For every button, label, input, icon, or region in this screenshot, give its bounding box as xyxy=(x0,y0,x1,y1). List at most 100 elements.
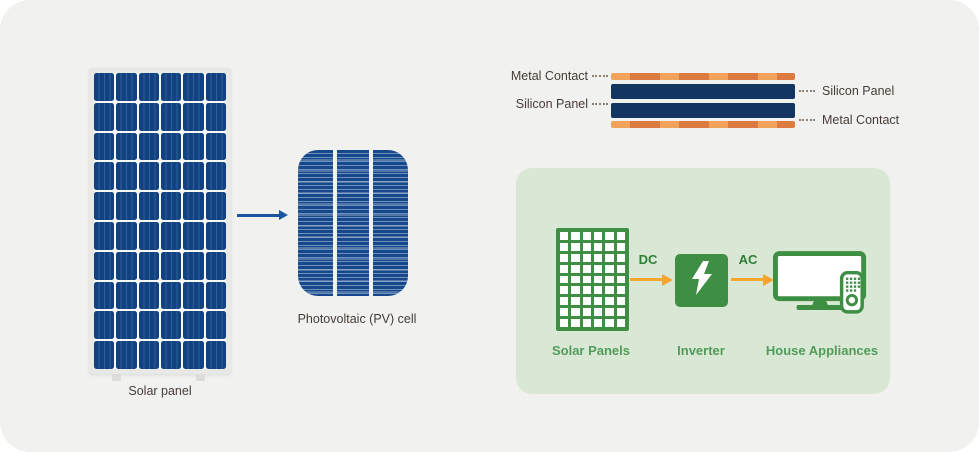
solar-cell xyxy=(582,297,591,306)
dotted-leader xyxy=(799,119,815,121)
solar-cell xyxy=(605,242,614,251)
solar-cell xyxy=(593,286,603,295)
pv-cell-illustration xyxy=(298,150,408,296)
dc-label: DC xyxy=(638,252,658,267)
solar-cell xyxy=(183,192,204,220)
solar-cell xyxy=(571,253,580,262)
dc-arrow-icon xyxy=(630,278,662,281)
solar-cell xyxy=(560,319,569,327)
solar-cell xyxy=(205,102,226,131)
solar-cell xyxy=(582,264,591,273)
solar-cell xyxy=(560,232,569,240)
solar-cell xyxy=(138,281,159,310)
solar-cell xyxy=(183,281,204,310)
solar-cell xyxy=(582,319,591,327)
solar-cell xyxy=(205,221,226,250)
solar-cell xyxy=(616,275,625,284)
dotted-leader xyxy=(592,75,608,77)
solar-cell xyxy=(161,73,182,101)
ac-label: AC xyxy=(738,252,758,267)
solar-panel-mount-tab xyxy=(196,374,205,381)
solar-cell xyxy=(593,253,603,262)
solar-cell xyxy=(560,242,569,251)
solar-cell xyxy=(94,341,115,369)
silicon-panel-lower-bar xyxy=(611,103,795,118)
inverter-icon xyxy=(675,254,728,307)
solar-cell xyxy=(605,297,614,306)
solar-cell xyxy=(116,341,137,369)
solar-cell xyxy=(116,251,137,280)
solar-cell xyxy=(571,286,580,295)
pv-cell-divider xyxy=(333,150,337,296)
silicon-panel-upper-bar xyxy=(611,84,795,99)
solar-panel-illustration xyxy=(89,68,231,374)
solar-cell xyxy=(138,192,159,220)
solar-cell xyxy=(94,251,115,280)
solar-cell xyxy=(593,308,603,317)
solar-cell xyxy=(582,286,591,295)
solar-cell xyxy=(205,281,226,310)
solar-cell xyxy=(605,275,614,284)
metal-contact-top-label: Metal Contact xyxy=(510,69,588,83)
solar-cell xyxy=(138,311,159,340)
solar-cell xyxy=(560,253,569,262)
solar-cell xyxy=(593,297,603,306)
solar-cell xyxy=(161,311,182,340)
solar-cell xyxy=(94,102,115,131)
solar-cell xyxy=(616,319,625,327)
solar-panels-label: Solar Panels xyxy=(551,343,631,358)
solar-cell xyxy=(116,192,137,220)
solar-cell xyxy=(138,162,159,191)
solar-cell xyxy=(161,281,182,310)
solar-cell xyxy=(138,221,159,250)
solar-cell xyxy=(616,242,625,251)
solar-cell xyxy=(616,253,625,262)
metal-contact-bottom-label: Metal Contact xyxy=(822,113,900,127)
energy-flow-panel: DC AC xyxy=(516,168,890,394)
solar-cell xyxy=(605,232,614,240)
solar-cell xyxy=(183,162,204,191)
dotted-leader xyxy=(799,90,815,92)
solar-cell xyxy=(593,264,603,273)
solar-cell xyxy=(571,264,580,273)
solar-cell xyxy=(161,102,182,131)
silicon-panel-upper-label: Silicon Panel xyxy=(822,84,895,98)
solar-cell xyxy=(582,253,591,262)
silicon-panel-lower-label: Silicon Panel xyxy=(515,97,588,111)
solar-cell xyxy=(183,221,204,250)
solar-cell xyxy=(560,297,569,306)
solar-cell xyxy=(138,73,159,101)
solar-cell xyxy=(183,102,204,131)
solar-cell xyxy=(161,341,182,369)
solar-cell xyxy=(571,297,580,306)
solar-cell xyxy=(183,132,204,161)
solar-cell xyxy=(571,308,580,317)
solar-cell xyxy=(183,251,204,280)
solar-cell xyxy=(616,286,625,295)
pv-cell-divider xyxy=(369,150,373,296)
solar-cell xyxy=(138,341,159,369)
inverter-label: Inverter xyxy=(677,343,725,358)
solar-cell xyxy=(582,232,591,240)
solar-cell xyxy=(560,275,569,284)
solar-cell xyxy=(94,281,115,310)
solar-cell xyxy=(616,308,625,317)
solar-cell xyxy=(560,264,569,273)
solar-cell xyxy=(116,221,137,250)
solar-cell xyxy=(605,264,614,273)
solar-cell xyxy=(571,319,580,327)
solar-cell xyxy=(205,341,226,369)
solar-cell xyxy=(94,192,115,220)
solar-cell xyxy=(593,319,603,327)
solar-cell xyxy=(605,253,614,262)
solar-cell xyxy=(94,162,115,191)
solar-cell xyxy=(205,73,226,101)
solar-cell xyxy=(183,311,204,340)
solar-cell xyxy=(560,286,569,295)
lightning-bolt-icon xyxy=(690,261,714,300)
solar-cell xyxy=(116,162,137,191)
solar-cell xyxy=(116,132,137,161)
metal-contact-bottom-bar xyxy=(611,121,795,128)
panel-to-cell-arrow-icon xyxy=(237,214,279,217)
